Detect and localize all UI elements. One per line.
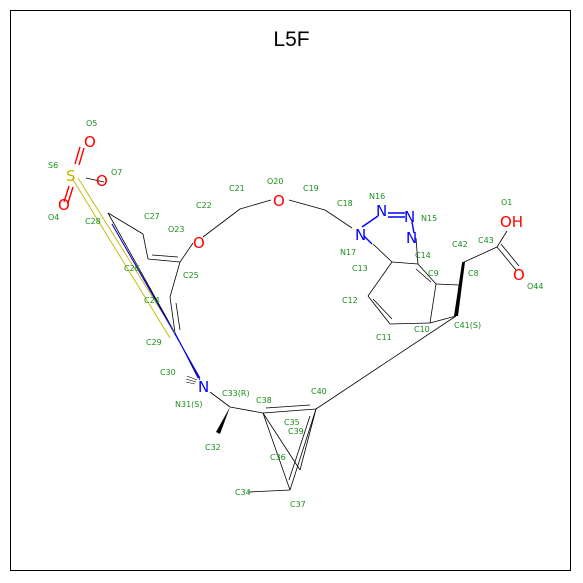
atom-label: O1 — [501, 198, 512, 207]
atom-label: C35 — [284, 418, 300, 427]
atom-label: S6 — [48, 161, 58, 170]
hydroxyl-symbol: OH — [500, 213, 523, 231]
atom-label: C41(S) — [454, 321, 481, 330]
nitrogen-symbol: N — [355, 226, 366, 244]
oxygen-symbol: O — [84, 133, 96, 151]
atom-labels: O5 S6 O7 O4 C28 C27 O23 C22 C21 O20 C19 … — [48, 119, 543, 509]
nitrogen-symbol: N — [376, 202, 387, 220]
atom-label: C21 — [229, 184, 245, 193]
atom-label: C25 — [183, 271, 199, 280]
atom-label: C13 — [352, 264, 368, 273]
atom-label: C37 — [290, 500, 306, 509]
atom-label: C24 — [144, 296, 160, 305]
atom-label: C40 — [311, 387, 327, 396]
sulfur-symbol: S — [66, 167, 76, 185]
atom-label: O44 — [527, 282, 543, 291]
colored-bond-lines — [63, 146, 415, 381]
atom-label: C33(R) — [222, 389, 250, 398]
atom-label: C36 — [270, 453, 286, 462]
atom-label: C42 — [452, 240, 468, 249]
atom-label: C43 — [478, 236, 494, 245]
bond-lines — [85, 177, 520, 493]
atom-label: C29 — [146, 338, 162, 347]
wedge-bonds — [185, 262, 465, 434]
atom-label: N16 — [369, 192, 385, 201]
oxygen-symbol: O — [96, 172, 108, 190]
atom-label: N31(S) — [175, 400, 202, 409]
atom-label: C19 — [303, 184, 319, 193]
atom-label: C22 — [196, 201, 212, 210]
atom-label: C38 — [256, 396, 272, 405]
oxygen-symbol: O — [513, 266, 525, 284]
atom-label: C11 — [376, 333, 392, 342]
atom-label: C9 — [428, 269, 439, 278]
nitrogen-symbol: N — [198, 378, 209, 396]
heteroatom-symbols: O S O O O O N N N N N OH O — [58, 133, 525, 396]
nitrogen-symbol: N — [404, 208, 415, 226]
atom-label: C34 — [235, 488, 251, 497]
atom-label: C26 — [124, 264, 140, 273]
atom-label: C27 — [144, 212, 160, 221]
diagram-frame — [10, 10, 571, 571]
molecule-title: L5F — [273, 28, 310, 51]
atom-label: C18 — [337, 199, 353, 208]
atom-label: O5 — [86, 119, 97, 128]
atom-label: C30 — [160, 368, 176, 377]
atom-label: C12 — [342, 296, 358, 305]
atom-label: O4 — [48, 213, 59, 222]
atom-label: N17 — [340, 248, 356, 257]
atom-label: C32 — [205, 443, 221, 452]
atom-label: C14 — [415, 251, 431, 260]
atom-label: C39 — [288, 427, 304, 436]
atom-label: N15 — [421, 214, 437, 223]
atom-label: C8 — [468, 269, 479, 278]
oxygen-symbol: O — [58, 196, 70, 214]
oxygen-symbol: O — [273, 192, 285, 210]
atom-label: C28 — [85, 217, 101, 226]
atom-label: O7 — [111, 168, 122, 177]
nitrogen-symbol: N — [406, 229, 417, 247]
atom-label: O20 — [267, 177, 283, 186]
oxygen-symbol: O — [193, 234, 205, 252]
atom-label: O23 — [168, 225, 184, 234]
atom-label: C10 — [414, 325, 430, 334]
